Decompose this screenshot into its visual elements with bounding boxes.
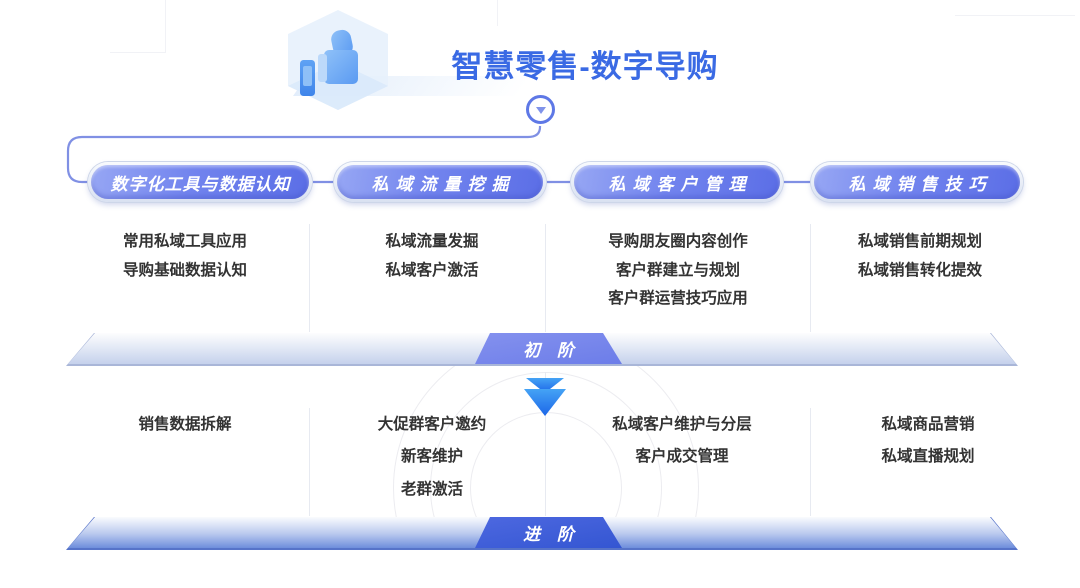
advanced-items-digital-tools: 销售数据拆解 — [65, 409, 305, 441]
column-divider — [545, 224, 546, 332]
course-item: 常用私域工具应用 — [122, 233, 247, 250]
basic-items-sales-skills: 私域销售前期规划 私域销售转化提效 — [800, 228, 1040, 285]
column-divider — [309, 408, 310, 516]
column-divider — [545, 372, 546, 516]
course-item: 客户群运营技巧应用 — [608, 290, 748, 308]
pillar-label: 私域流量挖掘 — [337, 165, 543, 199]
chevron-down-icon — [535, 107, 546, 114]
bottom-mask — [0, 549, 1080, 588]
pillar-private-traffic: 私域流量挖掘 — [334, 162, 546, 202]
advanced-level-badge: 进 阶 — [475, 517, 622, 548]
course-item: 新客维护 — [400, 448, 463, 466]
pillar-label: 私域客户管理 — [574, 165, 780, 199]
deco-line — [955, 15, 1075, 16]
advanced-level-label: 进 阶 — [523, 525, 580, 544]
column-divider — [309, 224, 310, 332]
flow-node-circle — [526, 95, 555, 124]
course-item: 客户成交管理 — [635, 448, 729, 466]
basic-items-private-traffic: 私域流量发掘 私域客户激活 — [312, 228, 552, 285]
course-item: 私域销售前期规划 — [857, 233, 982, 250]
course-item: 老群激活 — [400, 480, 463, 498]
course-item: 导购朋友圈内容创作 — [608, 233, 748, 250]
deco-line — [110, 52, 166, 53]
course-item: 大促群客户邀约 — [377, 416, 487, 433]
course-item: 私域流量发掘 — [385, 233, 479, 250]
course-item: 导购基础数据认知 — [122, 261, 247, 279]
deco-line — [497, 0, 498, 26]
pillar-digital-tools: 数字化工具与数据认知 — [88, 162, 312, 202]
pillar-sales-skills: 私域销售技巧 — [811, 162, 1023, 202]
course-item: 私域客户维护与分层 — [612, 416, 752, 433]
pillar-label: 数字化工具与数据认知 — [91, 165, 309, 199]
basic-items-digital-tools: 常用私域工具应用 导购基础数据认知 — [65, 228, 305, 285]
basic-level-label: 初 阶 — [523, 341, 580, 360]
course-item: 客户群建立与规划 — [615, 261, 740, 279]
double-down-arrow-icon — [524, 378, 566, 416]
basic-level-badge: 初 阶 — [475, 333, 622, 364]
advanced-items-private-traffic: 大促群客户邀约 新客维护 老群激活 — [312, 409, 552, 506]
column-divider — [810, 408, 811, 516]
basic-items-customer-management: 导购朋友圈内容创作 客户群建立与规划 客户群运营技巧应用 — [558, 228, 798, 314]
course-item: 私域客户激活 — [385, 261, 479, 279]
course-item: 销售数据拆解 — [138, 416, 232, 433]
pillar-label: 私域销售技巧 — [814, 165, 1020, 199]
pillar-customer-management: 私域客户管理 — [571, 162, 783, 202]
page-title: 智慧零售-数字导购 — [451, 49, 719, 84]
thumbs-up-phone-icon — [288, 10, 388, 110]
course-item: 私域销售转化提效 — [857, 261, 982, 279]
column-divider — [810, 224, 811, 332]
advanced-items-sales-skills: 私域商品营销 私域直播规划 — [808, 409, 1048, 474]
course-item: 私域商品营销 — [881, 416, 975, 433]
deco-line — [165, 0, 166, 52]
course-item: 私域直播规划 — [881, 448, 975, 466]
advanced-items-customer-management: 私域客户维护与分层 客户成交管理 — [562, 409, 802, 474]
